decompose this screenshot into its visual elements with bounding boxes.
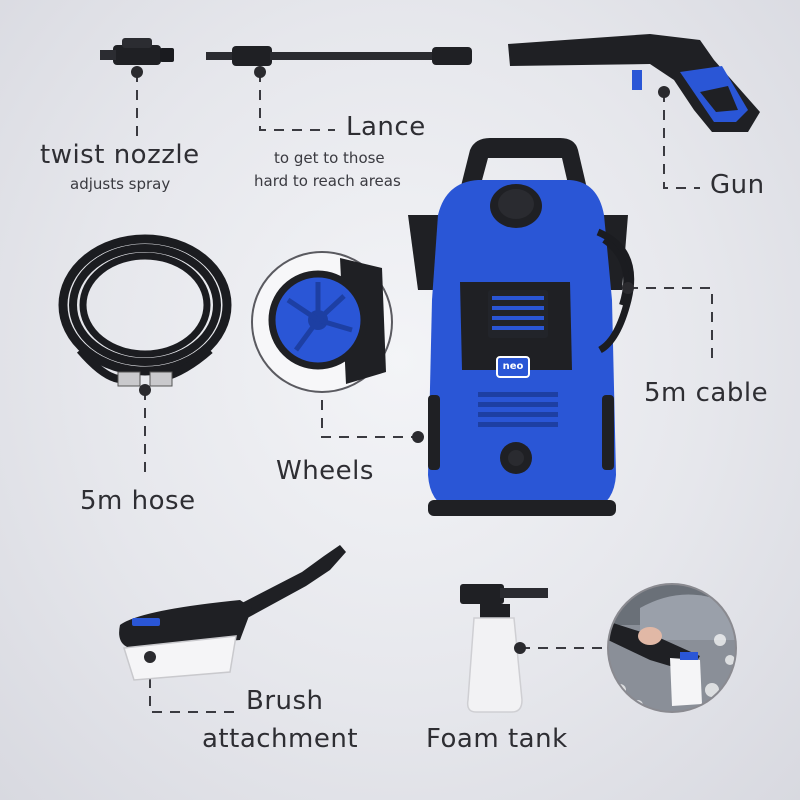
label-lance-sub-1: to get to those [274, 149, 385, 167]
nozzle-marker-dot [131, 66, 143, 78]
label-twist-nozzle-sub: adjusts spray [70, 175, 171, 193]
wheel-closeup-image [251, 251, 393, 393]
brush-attachment-image [119, 545, 346, 681]
foam-tank-image [460, 584, 548, 713]
gun-leader-line [663, 92, 700, 189]
lance-marker-dot [254, 66, 266, 78]
wheels-leader-line [321, 400, 418, 438]
label-twist-nozzle: twist nozzle [40, 140, 200, 170]
label-brush: Brush [246, 686, 324, 716]
gun-marker-dot [658, 86, 670, 98]
foam-tank-marker-dot [514, 642, 526, 654]
label-hose: 5m hose [80, 486, 196, 516]
hose-image [58, 234, 232, 387]
label-lance: Lance [346, 112, 426, 142]
brush-leader-line [149, 660, 235, 713]
label-gun: Gun [710, 170, 765, 200]
label-wheels: Wheels [276, 456, 374, 486]
brush-marker-dot [144, 651, 156, 663]
wheels-marker-dot [412, 431, 424, 443]
lance-leader-line [259, 72, 335, 131]
label-foam-tank: Foam tank [426, 724, 568, 754]
foam-in-use-photo [607, 583, 737, 713]
label-cable: 5m cable [644, 378, 769, 408]
hose-marker-dot [139, 384, 151, 396]
label-brush-attachment: attachment [202, 724, 359, 754]
twist-nozzle-image [100, 38, 174, 65]
brand-badge: neo [496, 356, 530, 378]
brand-badge-text: neo [502, 361, 524, 372]
cable-marker-dot [622, 282, 634, 294]
label-lance-sub-2: hard to reach areas [254, 172, 401, 190]
cable-leader-line [628, 287, 713, 365]
gun-image [508, 34, 760, 132]
pressure-washer-body-image [408, 138, 635, 516]
lance-image [206, 46, 472, 66]
